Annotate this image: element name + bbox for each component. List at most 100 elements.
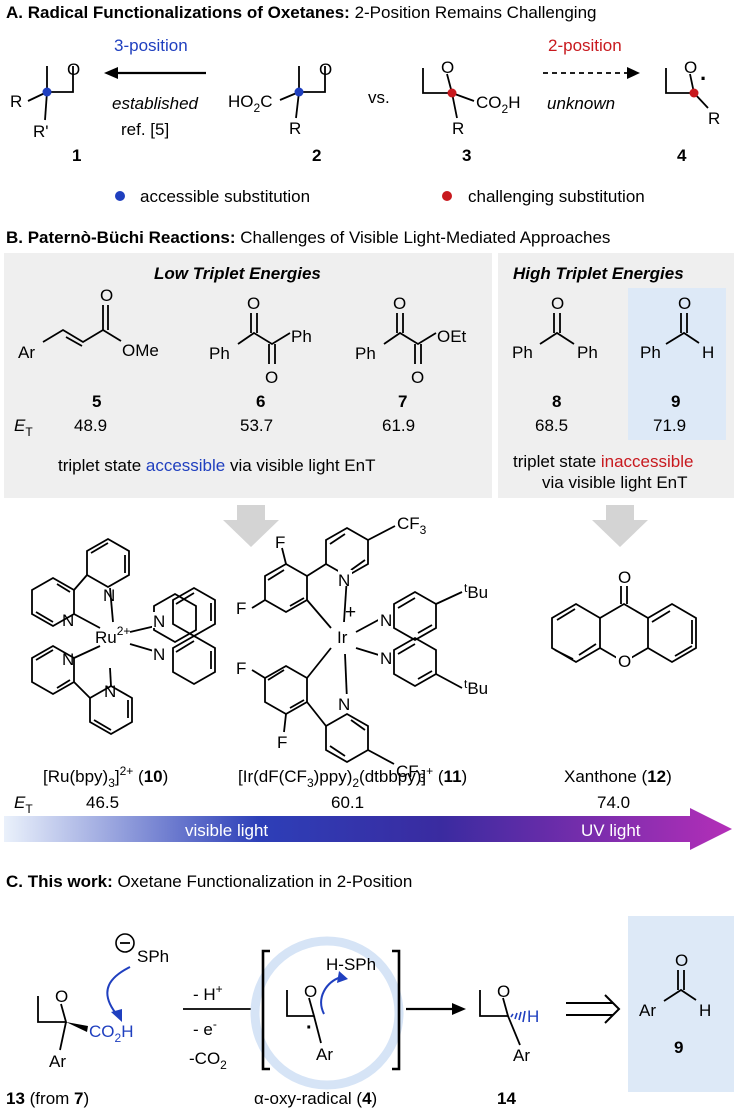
curly-arrow-deprotonation [106, 966, 131, 1017]
atom-O-xanthone-carbonyl: O [618, 568, 631, 587]
down-arrow-low [223, 505, 279, 547]
atom-tBu-ir-2: tBu [464, 677, 488, 698]
atom-F-ir-1: F [275, 533, 285, 552]
atom-F-ir-3: F [236, 659, 246, 678]
atom-F-ir-4: F [277, 733, 287, 752]
atom-O-4: O [684, 58, 697, 77]
compound-13-structure [37, 996, 68, 1051]
compound-label-7: 7 [398, 392, 407, 411]
atom-OEt-7: OEt [437, 327, 467, 346]
compound-label-9: 9 [671, 392, 680, 411]
atom-N-ru-6: N [153, 645, 165, 664]
label-14: 14 [497, 1089, 516, 1108]
label-2-position: 2-position [548, 36, 622, 55]
condition-minus-H: - H+ [193, 982, 223, 1004]
legend-red-dot [442, 191, 452, 201]
section-b-title-bold: B. Paternò-Büchi Reactions: [6, 228, 236, 247]
ir-charge: + [345, 602, 356, 623]
legend-blue-dot [115, 191, 125, 201]
heading-low-triplet: Low Triplet Energies [154, 264, 321, 283]
label-established: established [112, 94, 199, 113]
atom-Ar-radical: Ar [316, 1045, 333, 1064]
atom-Ir: Ir [337, 628, 348, 647]
atom-N-ir-2: N [338, 695, 350, 714]
label-ref-5: ref. [5] [121, 120, 169, 139]
compound-label-9c: 9 [674, 1038, 683, 1057]
bar-label-visible: visible light [185, 821, 268, 840]
atom-N-ir-1: N [338, 571, 350, 590]
atom-N-ru-1: N [103, 586, 115, 605]
compound-label-8: 8 [552, 392, 561, 411]
dot-2-position-4 [689, 88, 699, 98]
arrow-unknown [543, 67, 640, 79]
atom-H-9: H [702, 343, 714, 362]
compound-label-4: 4 [677, 146, 687, 165]
atom-Ph-7: Ph [355, 344, 376, 363]
atom-H-9c: H [699, 1001, 711, 1020]
atom-O-2: O [319, 60, 332, 79]
bracket-left [261, 949, 270, 1071]
section-c: C. This work: Oxetane Functionalization … [6, 872, 734, 1108]
atom-O-1: O [67, 60, 80, 79]
arrow-established [104, 67, 206, 79]
thiolate-charge-circle [115, 933, 135, 953]
atom-N-ir-4: N [380, 649, 392, 668]
atom-HO2C: HO [228, 92, 254, 111]
atom-O-6b: O [265, 368, 278, 387]
label-radical: α-oxy-radical (4) [254, 1089, 377, 1108]
atom-N-ir-3: N [380, 611, 392, 630]
section-a-title-bold: A. Radical Functionalizations of Oxetane… [6, 3, 350, 22]
bar-label-uv: UV light [581, 821, 641, 840]
compound-9-structure [665, 313, 700, 345]
atom-O-9: O [678, 294, 691, 313]
ir-complex-structure [251, 525, 463, 765]
atom-Ar-9c: Ar [639, 1001, 656, 1020]
et-value-6-text: 53.7 [240, 416, 273, 435]
et-value-ru: 46.5 [86, 793, 119, 812]
atom-CO2H-13: CO2H [89, 1022, 133, 1045]
atom-CF3-ir-2: CF3 [396, 762, 426, 785]
legend-challenging: challenging substitution [468, 187, 645, 206]
hash-bond-14 [510, 1010, 526, 1023]
label-unknown: unknown [547, 94, 615, 113]
compound-label-2: 2 [312, 146, 321, 165]
section-c-title-rest: Oxetane Functionalization in 2-Position [113, 872, 413, 891]
svg-text:C. This work: Oxetane Function: C. This work: Oxetane Functionalization … [6, 872, 412, 891]
atom-N-ru-5: N [153, 612, 165, 631]
condition-minus-e: - e- [193, 1017, 217, 1039]
ru-bpy-structure [31, 537, 216, 736]
svg-text:HO2C: HO2C [228, 92, 272, 115]
atom-O-5: O [100, 286, 113, 305]
atom-Ph-6a: Ph [209, 344, 230, 363]
panel-low-triplet [4, 253, 492, 498]
atom-CF3-ir-1: CF3 [397, 514, 427, 537]
compound-8-structure [539, 313, 575, 345]
catalyst-label-ir: [Ir(dF(CF3)ppy)2(dtbbpy)]+ (11) [238, 764, 467, 790]
compound-6-structure [237, 313, 291, 364]
note-high-triplet-1: triplet state inaccessible [513, 452, 693, 471]
atom-R-1: R [10, 92, 22, 111]
atom-Ar-13: Ar [49, 1052, 66, 1071]
highlight-compound-9-c [628, 916, 734, 1092]
compound-label-6: 6 [256, 392, 265, 411]
svg-text:CO2H: CO2H [476, 93, 520, 116]
section-a-title-rest: 2-Position Remains Challenging [350, 3, 597, 22]
section-b-title-rest: Challenges of Visible Light-Mediated App… [236, 228, 611, 247]
atom-O-9c: O [675, 951, 688, 970]
atom-O-7b: O [411, 368, 424, 387]
reagent-SPh: SPh [137, 947, 169, 966]
bracket-right [392, 949, 401, 1071]
atom-O-xanthone-ring: O [618, 652, 631, 671]
wedge-bond-13 [66, 1022, 88, 1032]
atom-N-ru-4: N [104, 682, 116, 701]
atom-R-4: R [708, 109, 720, 128]
compound-label-1: 1 [72, 146, 81, 165]
compound-9c-structure [663, 970, 697, 1002]
atom-Ph-6b: Ph [291, 327, 312, 346]
atom-R-2: R [289, 119, 301, 138]
atom-Ar-5: Ar [18, 343, 35, 362]
radical-dot: · [306, 1017, 313, 1039]
svg-text:A. Radical Functionalizations: A. Radical Functionalizations of Oxetane… [6, 3, 596, 22]
reagent-HSPh: H-SPh [326, 955, 376, 974]
